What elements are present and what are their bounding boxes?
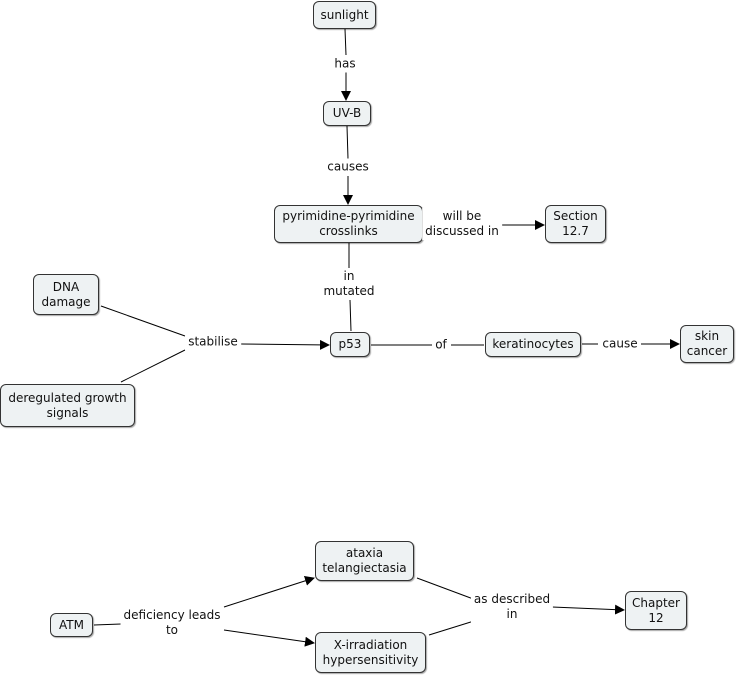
arrow-stabilise-p53 [240,339,330,350]
link-cause[interactable]: cause [599,335,641,353]
concept-sunlight[interactable]: sunlight [313,1,376,29]
link-stabilise[interactable]: stabilise [185,333,241,351]
arrow-described-chapter [551,604,625,615]
concept-dna-damage[interactable]: DNA damage [33,274,99,315]
arrow-deficiency-ataxia [223,576,315,608]
concept-atm[interactable]: ATM [50,613,93,637]
concept-uvb[interactable]: UV-B [323,101,371,126]
concept-p53[interactable]: p53 [330,332,370,357]
line-deregulated-stabilise [120,349,186,383]
link-causes[interactable]: causes [324,158,372,176]
concept-deregulated-growth-signals[interactable]: deregulated growth signals [0,384,135,427]
line-mutated-p53 [349,299,352,332]
arrow-deficiency-xirradiation [223,629,315,647]
link-as-described-in[interactable]: as described in [470,591,554,623]
concept-chapter[interactable]: Chapter 12 [625,591,687,630]
line-sunlight-has [344,28,347,56]
concept-crosslinks[interactable]: pyrimidine-pyrimidine crosslinks [274,205,423,243]
line-dnadamage-stabilise [100,305,186,337]
concept-keratinocytes[interactable]: keratinocytes [485,332,581,357]
line-uvb-causes [346,125,349,160]
link-will-be-discussed-in[interactable]: will be discussed in [422,208,502,240]
concept-skin-cancer[interactable]: skin cancer [680,325,734,363]
link-has[interactable]: has [331,55,359,73]
concept-ataxia-telangiectasia[interactable]: ataxia telangiectasia [315,541,414,581]
concept-section[interactable]: Section 12.7 [545,205,606,243]
line-atm-deficiency [93,623,122,626]
line-xirradiation-described [428,620,475,636]
concept-x-irradiation-hypersensitivity[interactable]: X-irradiation hypersensitivity [315,632,426,673]
link-deficiency-leads-to[interactable]: deficiency leads to [120,607,224,639]
link-of[interactable]: of [432,336,450,354]
link-in-mutated[interactable]: in mutated [320,268,378,300]
line-ataxia-described [416,577,477,601]
